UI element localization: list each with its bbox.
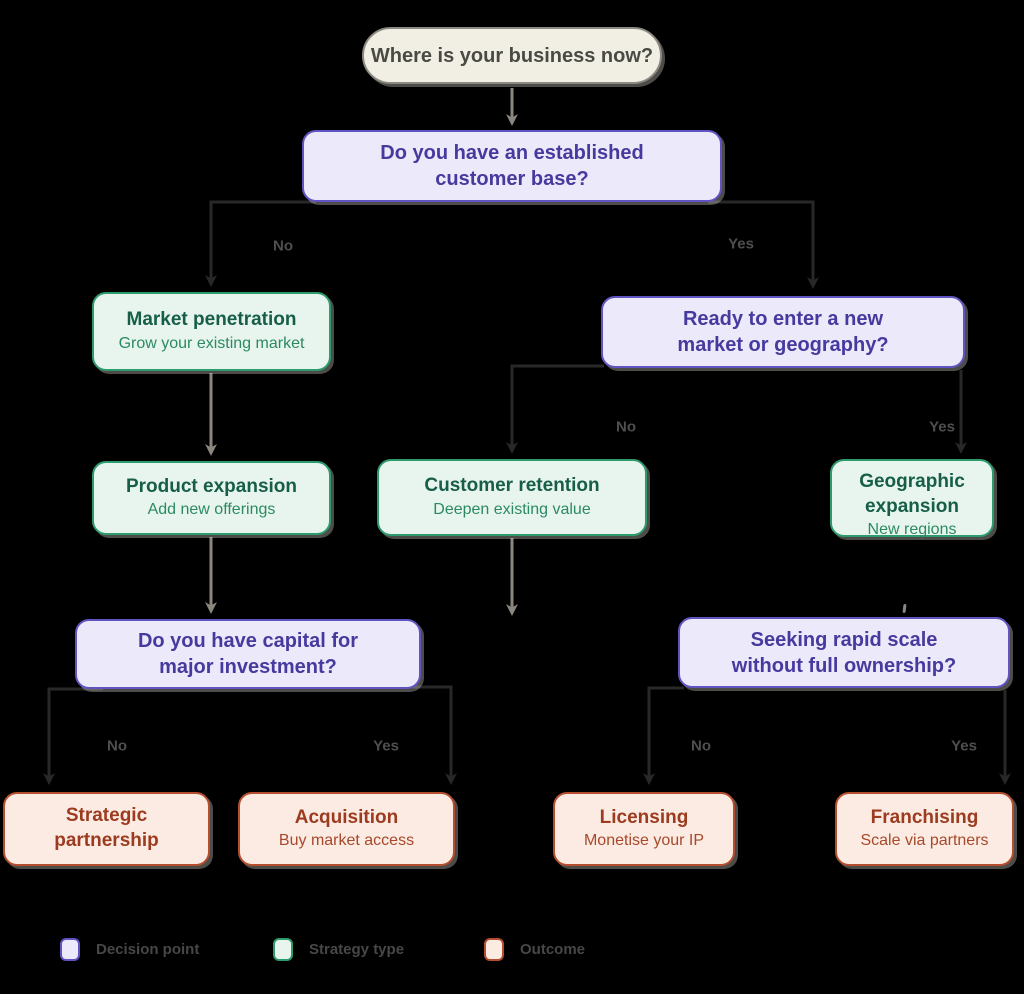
edge-label-yes: Yes [728,235,754,253]
node-subtitle: New regions [867,521,957,539]
node-title: Product expansion [125,475,298,497]
legend-item-outcome: Outcome [484,936,585,962]
edge-rapid-no [643,686,684,785]
strategy-type-swatch-icon [273,937,293,961]
node-title: Do you have an established customer base… [380,142,644,190]
edge-label-no: No [691,737,711,755]
node-strategy-market-penetration: Market penetration Grow your existing ma… [92,292,331,371]
node-title: Strategic partnership [54,805,159,851]
edge-label-yes: Yes [373,737,399,755]
node-subtitle: Buy market access [278,832,415,850]
legend-label: Outcome [520,940,586,958]
node-outcome-licensing: Licensing Monetise your IP [553,792,735,866]
node-decision-capital: Do you have capital for major investment… [75,619,421,689]
node-title: Franchising [870,806,979,828]
edge-label-no: No [616,418,636,436]
node-decision-established-base: Do you have an established customer base… [302,130,722,202]
edge-capital-no [43,687,103,785]
node-subtitle: Grow your existing market [118,334,305,352]
edge-label-no: No [273,237,293,255]
decision-point-swatch-icon [60,937,80,961]
node-title: Ready to enter a new market or geography… [677,308,889,356]
node-title: Geographic expansion [859,471,965,517]
node-title: Licensing [599,806,689,828]
node-title: Seeking rapid scale without full ownersh… [731,628,957,677]
node-subtitle: Monetise your IP [583,832,705,850]
node-subtitle: Scale via partners [860,832,989,850]
node-strategy-geographic-expansion: Geographic expansion New regions [830,459,994,538]
node-outcome-strategic-partnership: Strategic partnership [3,792,210,866]
node-decision-rapid-scale: Seeking rapid scale without full ownersh… [678,617,1010,688]
legend-item-decision-point: Decision point [60,936,199,962]
edge-label-no: No [107,737,127,755]
node-outcome-franchising: Franchising Scale via partners [835,792,1014,866]
edge-label-yes: Yes [929,418,955,436]
legend-label: Strategy type [309,940,405,958]
node-subtitle: Add new offerings [147,501,276,519]
outcome-swatch-icon [484,937,504,961]
node-start: Where is your business now? [362,27,662,84]
node-title: Where is your business now? [370,44,654,67]
node-title: Acquisition [294,806,399,828]
edge-label-yes: Yes [951,737,977,755]
legend: Decision point Strategy type Outcome [0,936,1024,964]
node-subtitle: Deepen existing value [433,500,591,518]
edge-established-yes [708,200,819,289]
node-strategy-customer-retention: Customer retention Deepen existing value [377,459,647,536]
node-decision-new-market: Ready to enter a new market or geography… [601,296,965,368]
node-title: Market penetration [126,309,297,331]
edge-newmarket-no [506,364,604,454]
node-title: Do you have capital for major investment… [137,630,359,678]
legend-label: Decision point [96,940,200,958]
edge-established-no [205,200,316,287]
node-outcome-acquisition: Acquisition Buy market access [238,792,455,866]
node-strategy-product-expansion: Product expansion Add new offerings [92,461,331,535]
node-title: Customer retention [424,475,600,497]
edge-capital-yes [413,685,457,785]
legend-item-strategy-type: Strategy type [273,936,404,962]
